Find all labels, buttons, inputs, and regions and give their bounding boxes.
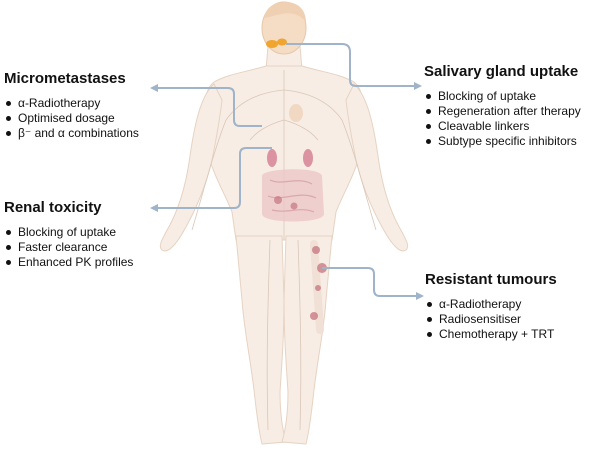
micrometastases-list: α-Radiotherapy Optimised dosage β⁻ and α…	[4, 96, 139, 141]
salivary-gland-panel: Salivary gland uptake Blocking of uptake…	[424, 63, 581, 149]
stomach-organ	[289, 104, 303, 122]
list-item: Cleavable linkers	[424, 119, 581, 134]
body-silhouette	[159, 45, 409, 445]
list-item: α-Radiotherapy	[425, 297, 557, 312]
kidney-organs	[267, 149, 313, 167]
list-item: Blocking of uptake	[424, 89, 581, 104]
tumour-lesions	[274, 196, 327, 334]
resistant-tumours-panel: Resistant tumours α-Radiotherapy Radiose…	[425, 271, 557, 342]
resistant-arrow	[322, 267, 424, 300]
list-item: Faster clearance	[4, 240, 133, 255]
resistant-tumours-list: α-Radiotherapy Radiosensitiser Chemother…	[425, 297, 557, 342]
list-item: Regeneration after therapy	[424, 104, 581, 119]
list-item: Optimised dosage	[4, 111, 139, 126]
list-item: Subtype specific inhibitors	[424, 134, 581, 149]
micrometastases-arrow	[150, 84, 262, 127]
list-item: Radiosensitiser	[425, 312, 557, 327]
salivary-gland-title: Salivary gland uptake	[424, 63, 579, 80]
salivary-gland-list: Blocking of uptake Regeneration after th…	[424, 89, 581, 149]
micrometastases-panel: Micrometastases α-Radiotherapy Optimised…	[4, 70, 139, 141]
micrometastases-title: Micrometastases	[4, 70, 126, 87]
resistant-tumours-title: Resistant tumours	[425, 271, 557, 288]
intestine-organs	[262, 169, 324, 222]
renal-toxicity-list: Blocking of uptake Faster clearance Enha…	[4, 225, 133, 270]
list-item: Chemotherapy + TRT	[425, 327, 557, 342]
callout-arrows	[150, 43, 424, 300]
renal-toxicity-title: Renal toxicity	[4, 199, 102, 216]
list-item: α-Radiotherapy	[4, 96, 139, 111]
list-item: Blocking of uptake	[4, 225, 133, 240]
renal-arrow	[150, 147, 272, 212]
list-item: Enhanced PK profiles	[4, 255, 133, 270]
renal-toxicity-panel: Renal toxicity Blocking of uptake Faster…	[4, 199, 133, 270]
salivary-arrow	[286, 43, 422, 90]
list-item: β⁻ and α combinations	[4, 126, 139, 141]
salivary-gland	[266, 38, 287, 48]
